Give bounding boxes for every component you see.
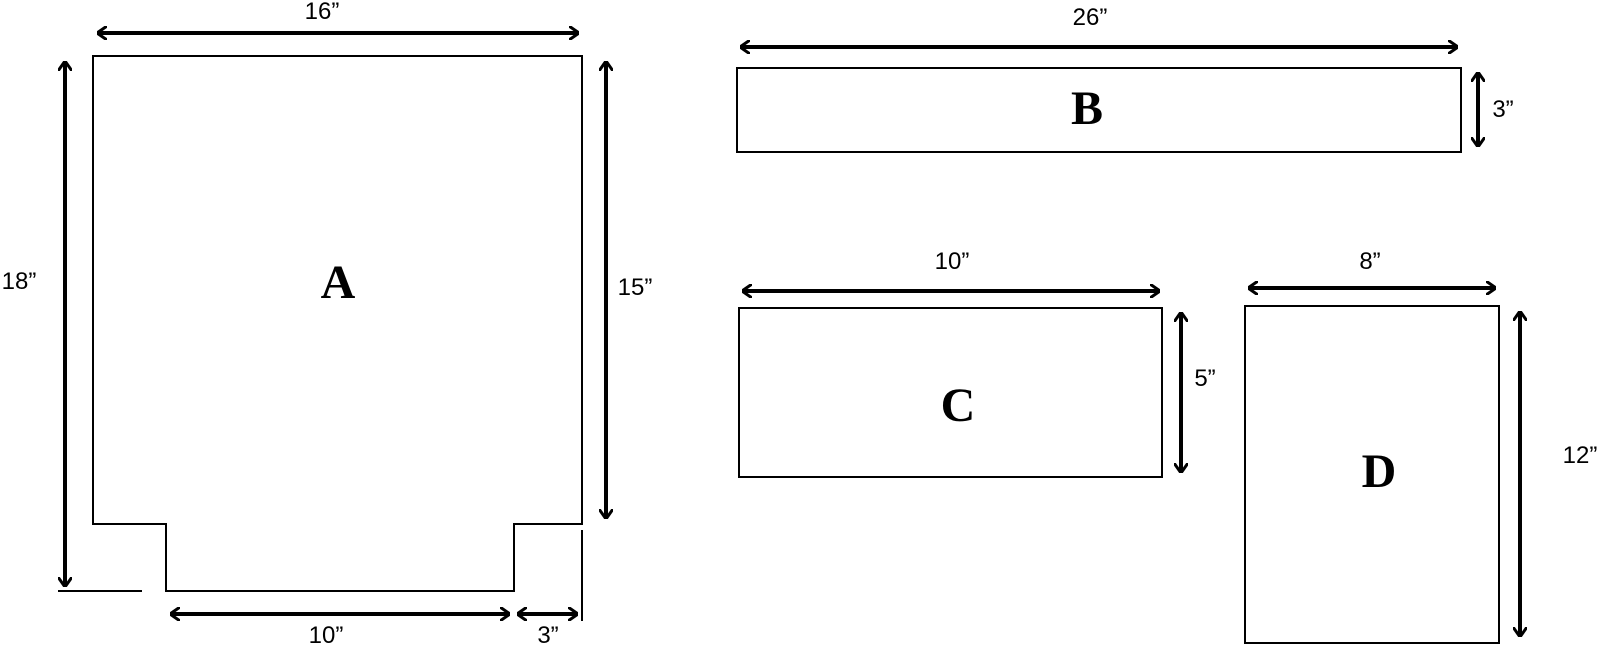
piece-d-height-text: 12”	[1563, 442, 1598, 469]
piece-a-left-height-text: 18”	[2, 268, 37, 295]
piece-c-outline	[738, 307, 1163, 478]
piece-b-label: B	[1071, 82, 1103, 135]
piece-c-label: C	[941, 379, 976, 432]
piece-c-width-text: 10”	[935, 248, 970, 275]
piece-b: B 26” 3”	[736, 4, 1514, 153]
piece-d: D 8” 12”	[1244, 248, 1598, 644]
piece-a-label: A	[321, 256, 356, 309]
piece-c-height-text: 5”	[1194, 365, 1215, 392]
piece-a-notch-width-text: 3”	[537, 622, 558, 649]
piece-a-outline	[92, 55, 583, 592]
piece-b-height-text: 3”	[1492, 96, 1513, 123]
piece-a-bottom-width-text: 10”	[309, 622, 344, 649]
piece-a-top-width-text: 16”	[305, 0, 340, 25]
piece-d-outline	[1244, 305, 1500, 644]
piece-a: A 16” 18” 15” 10” 3”	[2, 0, 653, 649]
piece-d-width-text: 8”	[1359, 248, 1380, 275]
piece-b-width-text: 26”	[1073, 4, 1108, 31]
piece-b-outline	[736, 67, 1462, 153]
piece-c: C 10” 5”	[738, 248, 1216, 478]
piece-a-right-height-text: 15”	[618, 274, 653, 301]
piece-d-label: D	[1362, 445, 1397, 498]
